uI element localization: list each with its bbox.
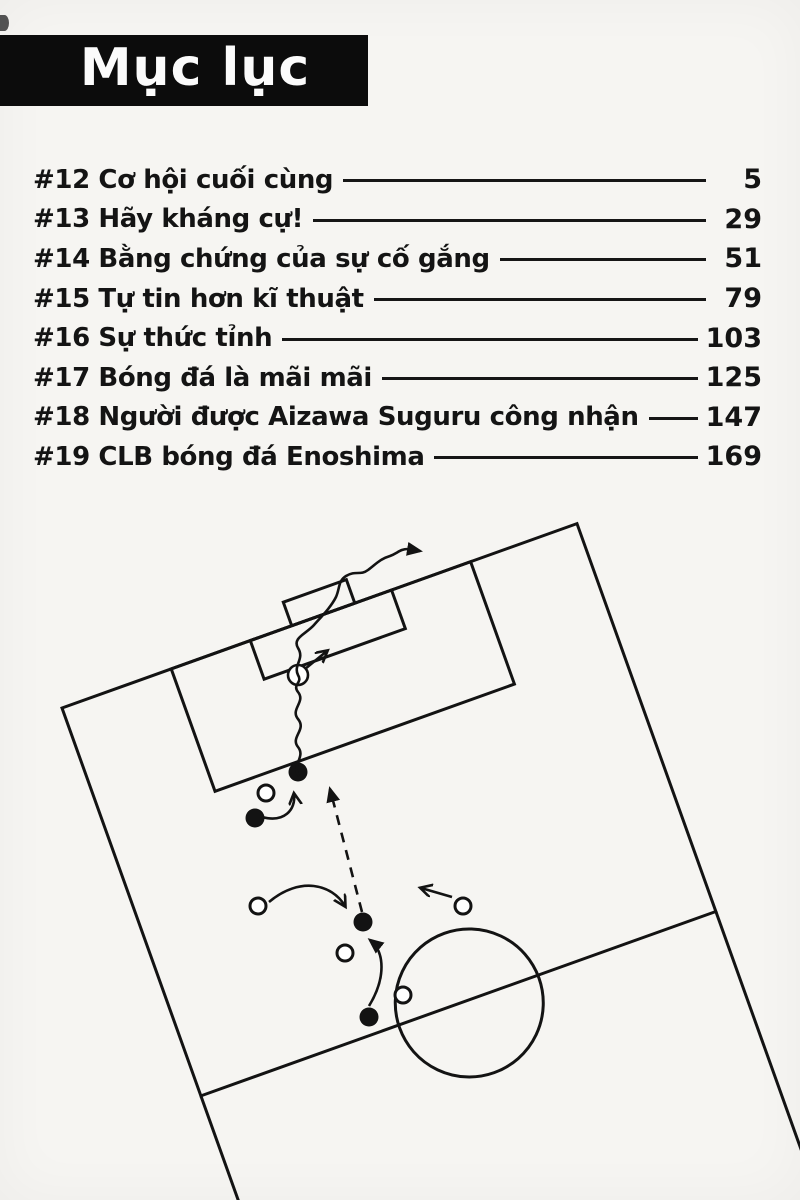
center-circle — [393, 927, 545, 1079]
leader-line — [313, 218, 706, 222]
field-lines — [60, 521, 800, 1200]
penalty-area — [169, 559, 517, 794]
chapter-title: #19 CLB bóng đá Enoshima — [33, 441, 425, 472]
page-title: Mục lục — [79, 37, 311, 98]
chapter-page-number: 125 — [705, 362, 762, 394]
toc-entry: #18 Người được Aizawa Suguru công nhận 1… — [0, 398, 800, 438]
leader-line — [282, 337, 698, 341]
chapter-title: #18 Người được Aizawa Suguru công nhận — [33, 402, 639, 433]
touchline-extension — [199, 1095, 304, 1200]
defender-marker — [453, 896, 473, 916]
attacker-marker — [245, 808, 265, 828]
run-arrow-right-defender — [421, 888, 453, 899]
defender-marker — [335, 943, 355, 963]
scan-smudge — [0, 15, 9, 31]
chapter-page-number: 169 — [705, 441, 762, 473]
chapter-title: #14 Bằng chứng của sự cố gắng — [33, 243, 490, 274]
title-box: Mục lục — [0, 35, 368, 106]
through-pass-arrow — [326, 786, 364, 913]
shot-direction-arrow — [304, 651, 327, 671]
movement-arrows — [261, 541, 453, 1007]
toc-entry: #19 CLB bóng đá Enoshima 169 — [0, 437, 800, 477]
chapter-title: #16 Sự thức tỉnh — [33, 323, 273, 354]
leader-line — [648, 416, 698, 420]
toc-entry: #16 Sự thức tỉnh 103 — [0, 318, 800, 358]
run-arrow-left-defender — [268, 884, 345, 906]
chapter-title: #15 Tự tin hơn kĩ thuật — [33, 283, 364, 314]
leader-line — [499, 258, 706, 262]
toc-entry: #13 Hãy kháng cự! 29 — [0, 200, 800, 240]
run-arrow-left-attacker — [261, 794, 294, 820]
toc-list: #12 Cơ hội cuối cùng 5 #13 Hãy kháng cự!… — [0, 160, 800, 477]
dribble-squiggle — [294, 541, 423, 777]
chapter-page-number: 147 — [705, 401, 762, 433]
chapter-title: #13 Hãy kháng cự! — [33, 204, 304, 235]
toc-entry: #15 Tự tin hơn kĩ thuật 79 — [0, 279, 800, 319]
attacker-marker — [359, 1007, 379, 1027]
leader-line — [434, 456, 698, 460]
chapter-title: #12 Cơ hội cuối cùng — [33, 164, 334, 195]
leader-line — [343, 179, 706, 183]
attacker-marker — [353, 912, 373, 932]
leader-line — [381, 377, 698, 381]
goal-area — [248, 588, 408, 682]
chapter-page-number: 103 — [705, 322, 762, 354]
pitch-boundary — [60, 521, 718, 1098]
chapter-page-number: 5 — [743, 164, 762, 196]
run-arrow-striker — [367, 938, 385, 1007]
chapter-title: #17 Bóng đá là mãi mãi — [33, 362, 372, 393]
chapter-page-number: 79 — [724, 283, 762, 315]
defender-marker — [248, 896, 268, 916]
leader-line — [373, 298, 706, 302]
defender-marker — [256, 783, 276, 803]
defender-marker — [393, 985, 413, 1005]
chapter-page-number: 51 — [724, 243, 762, 275]
tactics-field-diagram — [60, 521, 800, 1200]
player-markers — [245, 762, 473, 1027]
touchline-extension — [714, 910, 800, 1195]
toc-entry: #17 Bóng đá là mãi mãi 125 — [0, 358, 800, 398]
toc-entry: #14 Bằng chứng của sự cố gắng 51 — [0, 239, 800, 279]
toc-entry: #12 Cơ hội cuối cùng 5 — [0, 160, 800, 200]
chapter-page-number: 29 — [724, 203, 762, 235]
